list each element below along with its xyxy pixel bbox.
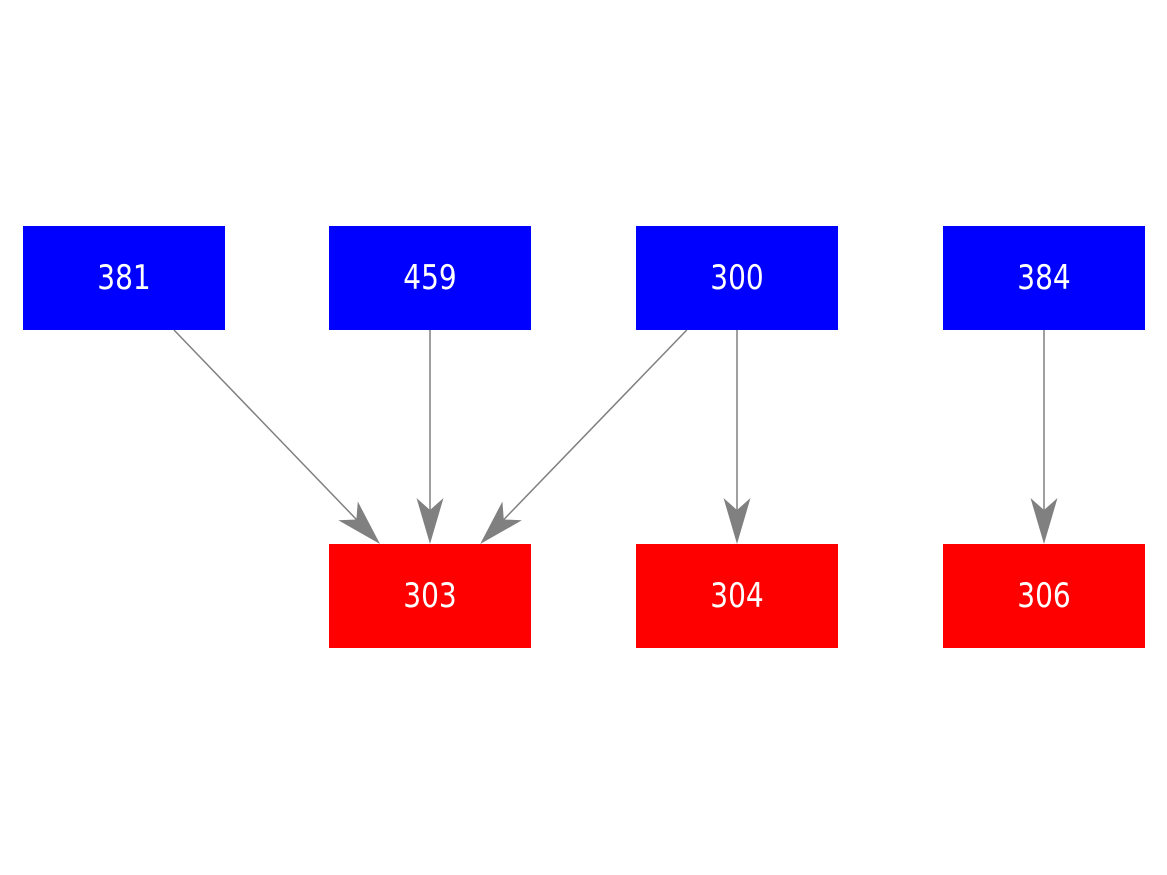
node-label: 381: [97, 257, 151, 298]
edge-384-306: [1030, 330, 1058, 544]
node-label: 384: [1017, 257, 1071, 298]
edge-381-303: [173, 329, 380, 544]
edge-line: [501, 329, 688, 522]
edge-300-303: [480, 329, 688, 544]
arrowhead-icon: [480, 501, 522, 544]
edge-300-304: [723, 330, 751, 544]
edge-line: [173, 329, 359, 522]
node-381: 381: [23, 226, 225, 330]
node-306: 306: [943, 544, 1145, 648]
node-label: 306: [1017, 575, 1071, 616]
node-label: 300: [710, 257, 764, 298]
node-304: 304: [636, 544, 838, 648]
node-label: 303: [403, 575, 457, 616]
node-384: 384: [943, 226, 1145, 330]
arrowhead-icon: [723, 498, 751, 544]
node-label: 459: [403, 257, 457, 298]
edge-459-303: [416, 330, 444, 544]
node-459: 459: [329, 226, 531, 330]
node-300: 300: [636, 226, 838, 330]
node-label: 304: [710, 575, 764, 616]
arrowhead-icon: [338, 501, 380, 544]
node-303: 303: [329, 544, 531, 648]
arrowhead-icon: [416, 498, 444, 544]
arrowhead-icon: [1030, 498, 1058, 544]
